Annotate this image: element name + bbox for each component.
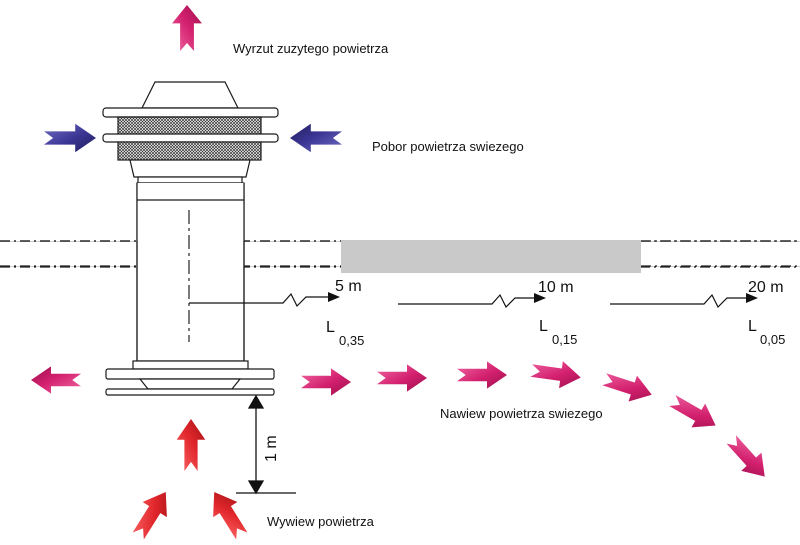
distance-arrowhead-3 bbox=[746, 293, 758, 303]
unit-bottom-ring bbox=[132, 360, 249, 370]
distance-line-1 bbox=[189, 292, 328, 308]
unit-diffuser-cone bbox=[138, 378, 242, 390]
ceiling-block bbox=[341, 240, 641, 273]
height-label: 1 m bbox=[263, 435, 280, 462]
coef-L-1: L bbox=[326, 319, 335, 336]
coef-value-3: 0,05 bbox=[760, 332, 785, 347]
supply-arrow-4 bbox=[529, 357, 583, 391]
label-extract: Wywiew powietrza bbox=[267, 514, 375, 529]
intake-arrow-left bbox=[44, 123, 96, 153]
distance-arrowhead-2 bbox=[534, 293, 546, 303]
height-arrowhead-down bbox=[247, 480, 265, 495]
distance-arrowheads bbox=[328, 292, 758, 303]
supply-arrow-7 bbox=[721, 430, 775, 486]
extract-arrow-left bbox=[126, 484, 178, 544]
distance-value-3: 20 m bbox=[748, 279, 784, 296]
exhaust-up-arrow bbox=[172, 5, 202, 52]
coef-value-1: 0,35 bbox=[339, 333, 364, 348]
unit-cap-brim bbox=[102, 107, 279, 118]
label-exhaust-out: Wyrzut zuzytego powietrza bbox=[233, 41, 389, 56]
coef-value-2: 0,15 bbox=[552, 332, 577, 347]
coef-L-2: L bbox=[539, 318, 548, 335]
distance-line-2 bbox=[398, 293, 534, 309]
unit-cap bbox=[141, 81, 239, 109]
supply-arrow-3 bbox=[457, 361, 507, 389]
distance-lines bbox=[189, 292, 746, 309]
supply-arrow-2 bbox=[377, 364, 427, 392]
unit-mesh-lower bbox=[117, 141, 262, 161]
distance-line-3 bbox=[610, 293, 746, 309]
supply-arrow-left bbox=[31, 366, 81, 394]
ceiling-open-right bbox=[641, 242, 800, 266]
supply-arrow-1 bbox=[301, 368, 351, 396]
label-fresh-supply: Nawiew powietrza swiezego bbox=[440, 406, 603, 421]
ventilation-unit bbox=[102, 81, 279, 396]
extract-arrow-center bbox=[176, 419, 206, 471]
supply-arrow-6 bbox=[665, 388, 723, 438]
distance-value-1: 5 m bbox=[335, 278, 362, 295]
unit-neck bbox=[137, 176, 243, 184]
intake-arrow-right bbox=[290, 123, 342, 153]
unit-diffuser-plate bbox=[105, 388, 275, 396]
height-dimension bbox=[236, 394, 296, 495]
distance-value-2: 10 m bbox=[538, 279, 574, 296]
unit-collar bbox=[129, 159, 251, 178]
distance-arrowhead-1 bbox=[328, 292, 340, 302]
unit-middle-brim bbox=[102, 133, 279, 143]
unit-mesh-upper bbox=[117, 116, 262, 136]
coef-L-3: L bbox=[748, 318, 757, 335]
supply-arrow-5 bbox=[600, 366, 656, 408]
unit-diffuser-top bbox=[105, 368, 275, 380]
label-fresh-intake: Pobor powietrza swiezego bbox=[372, 139, 524, 154]
height-arrowhead-up bbox=[247, 394, 265, 409]
